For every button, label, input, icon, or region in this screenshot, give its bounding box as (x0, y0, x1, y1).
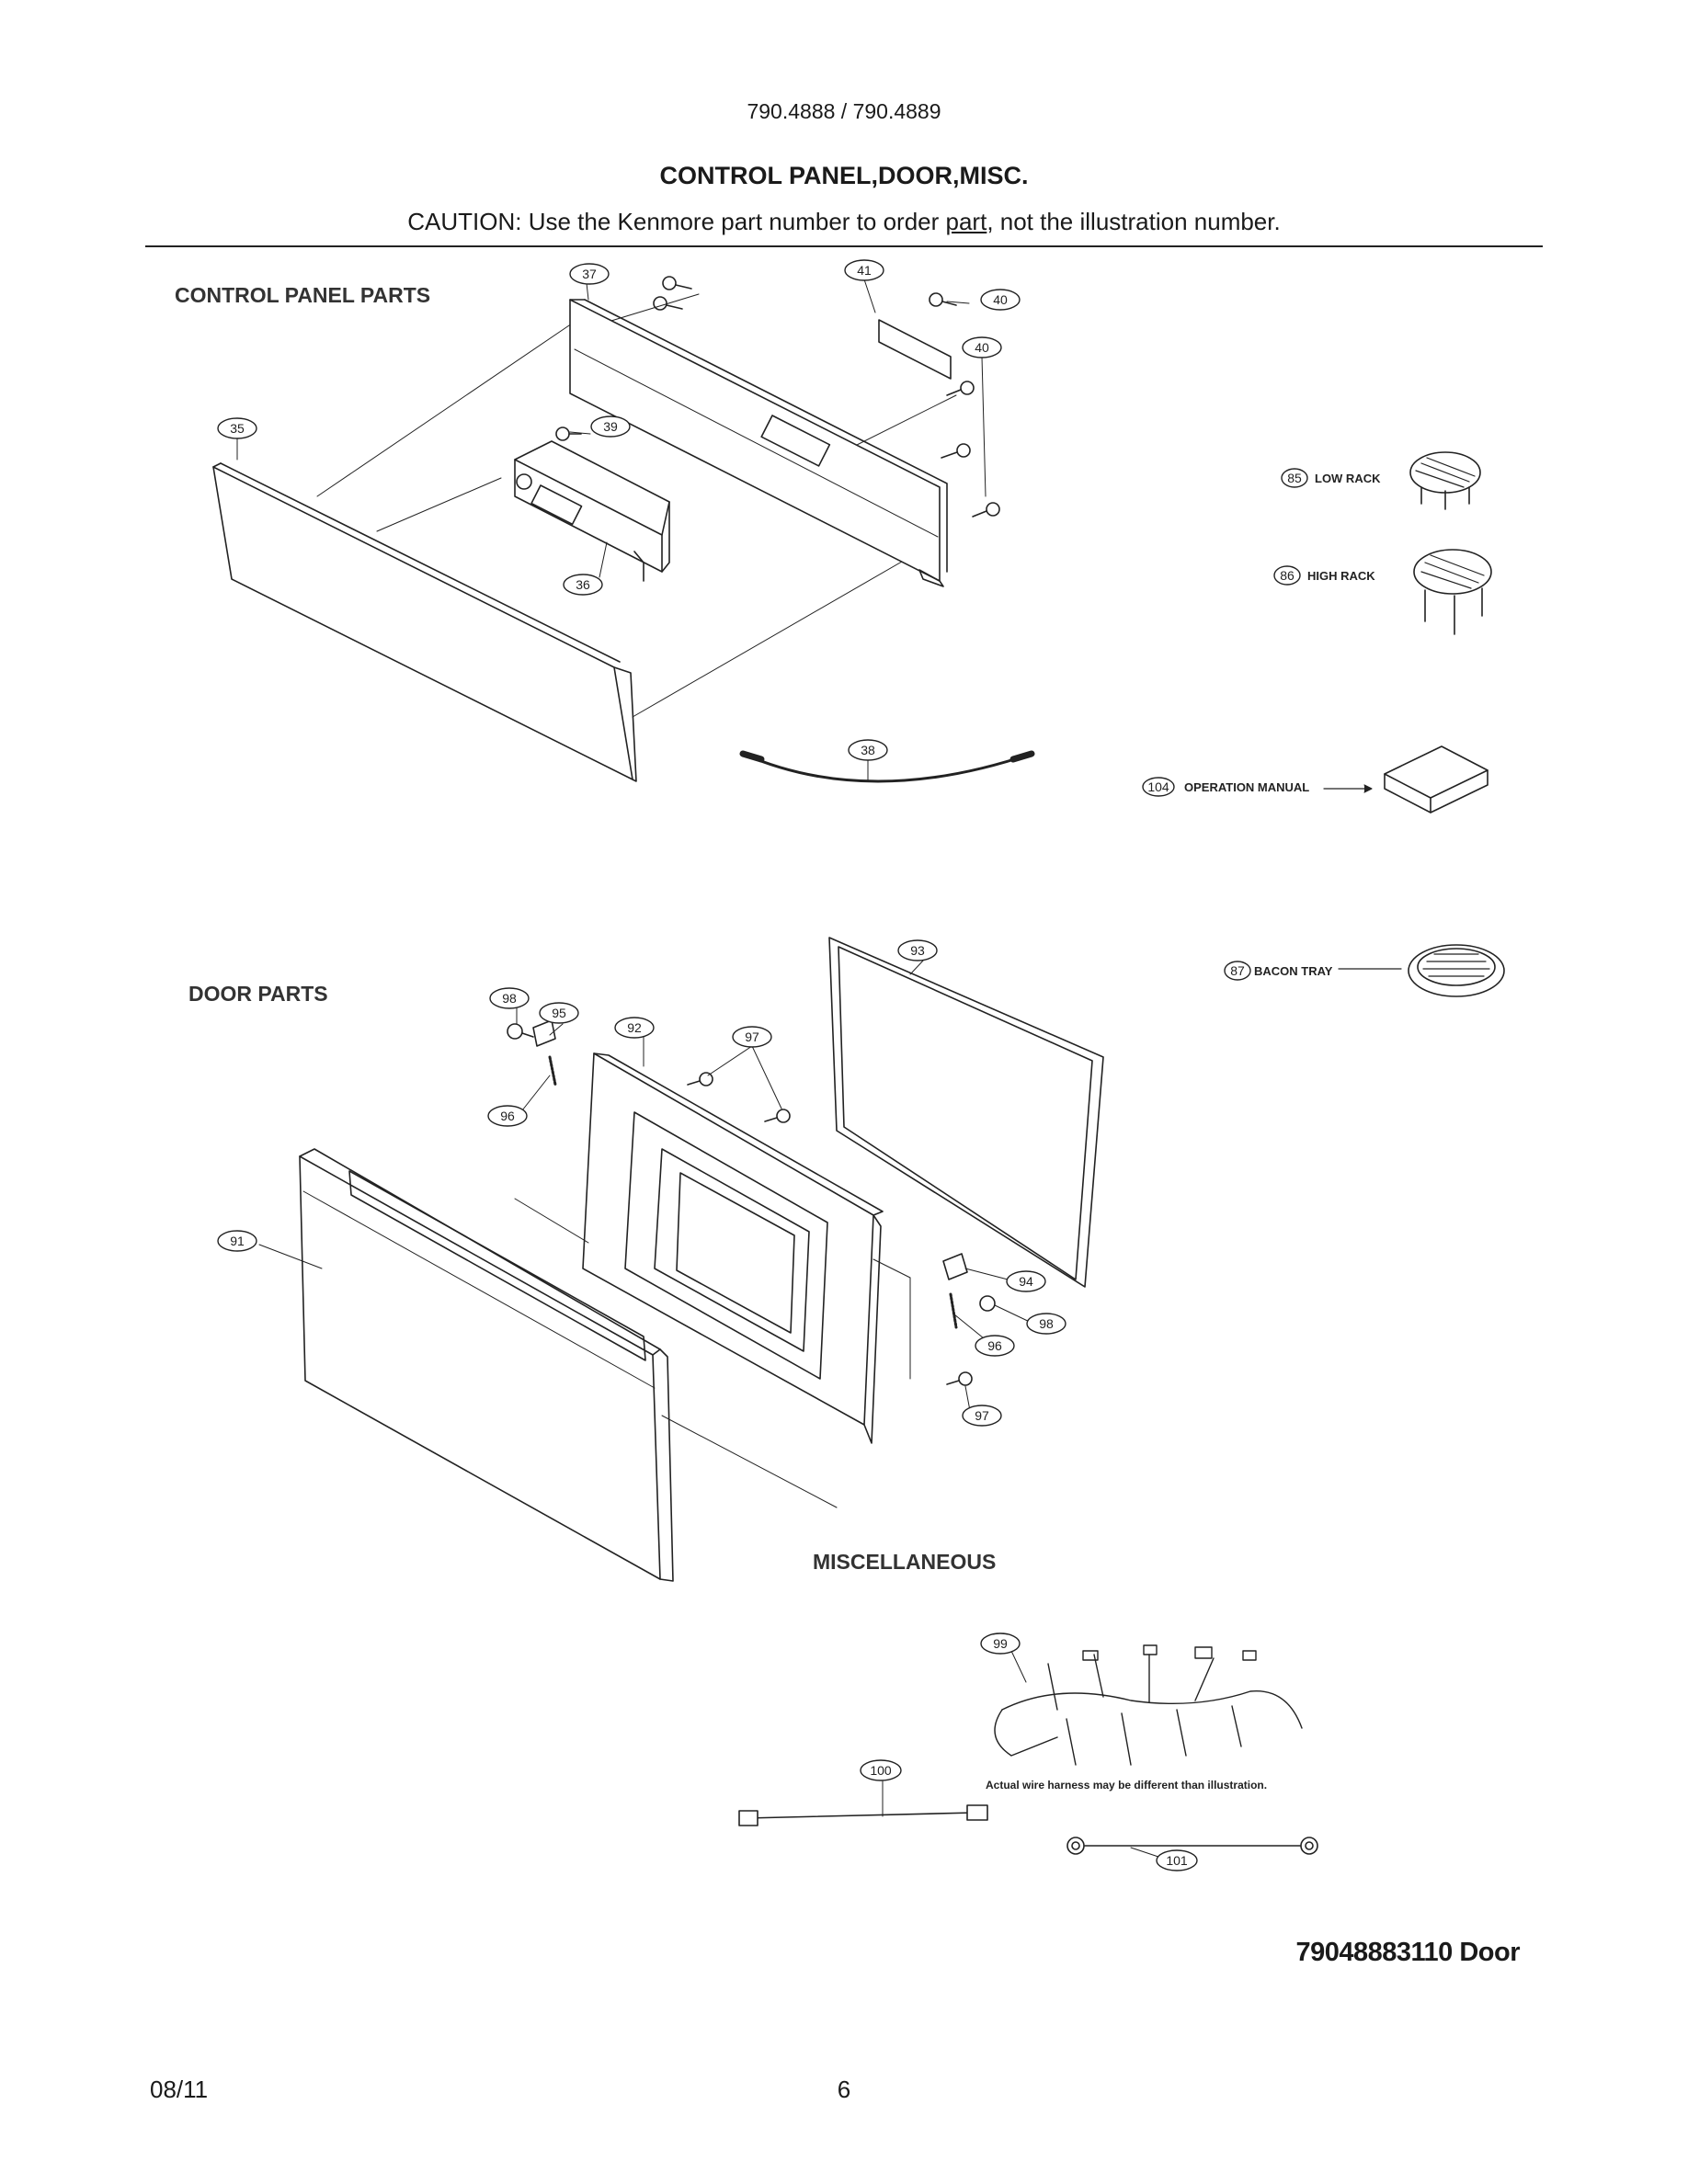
section-control-panel-parts: CONTROL PANEL PARTS (175, 283, 431, 307)
callout-98: 98 (1039, 1316, 1054, 1331)
callout-97: 97 (975, 1408, 989, 1423)
callout-101: 101 (1166, 1853, 1188, 1868)
leader-arrows (1323, 784, 1402, 970)
door-gasket-frame (828, 937, 1104, 1288)
callout-38: 38 (861, 743, 875, 757)
operation-manual-icon (1384, 745, 1488, 813)
bacon-tray-icon (1408, 944, 1505, 997)
page-title: CONTROL PANEL,DOOR,MISC. (659, 162, 1029, 189)
callout-95: 95 (552, 1006, 566, 1020)
high-rack-icon (1413, 549, 1492, 635)
caution-prefix: CAUTION: Use the Kenmore part number to … (407, 208, 946, 235)
callout-99: 99 (993, 1636, 1008, 1651)
section-door-parts: DOOR PARTS (188, 982, 328, 1006)
callout-35: 35 (230, 421, 245, 436)
callout-97: 97 (745, 1029, 759, 1044)
board-bracket (878, 319, 952, 380)
callout-ovals (217, 259, 1308, 1871)
high-rack-label: HIGH RACK (1307, 569, 1375, 583)
caution-suffix: , not the illustration number. (987, 208, 1281, 235)
callout-104: 104 (1147, 779, 1169, 794)
bacon-tray-label: BACON TRAY (1254, 964, 1333, 978)
control-panel-front (212, 462, 637, 782)
low-rack-icon (1409, 451, 1481, 510)
accessory-labels: LOW RACK HIGH RACK OPERATION MANUAL BACO… (986, 472, 1381, 1792)
operation-manual-label: OPERATION MANUAL (1184, 780, 1309, 794)
callout-36: 36 (576, 577, 590, 592)
harness-note: Actual wire harness may be different tha… (986, 1779, 1267, 1792)
callout-40: 40 (975, 340, 989, 355)
header-rule (145, 245, 1543, 247)
caution-part-link[interactable]: part (945, 208, 987, 235)
callout-39: 39 (603, 419, 618, 434)
revision-date: 08/11 (150, 2076, 209, 2103)
callout-92: 92 (627, 1020, 642, 1035)
caution-note: CAUTION: Use the Kenmore part number to … (0, 208, 1688, 236)
callout-91: 91 (230, 1234, 245, 1248)
wire-harness-100 (738, 1804, 988, 1826)
ground-wire-101 (1066, 1837, 1318, 1855)
callout-85: 85 (1287, 471, 1302, 485)
callout-93: 93 (910, 943, 925, 958)
inner-door-liner (582, 1052, 884, 1444)
callout-96: 96 (500, 1109, 515, 1123)
callout-87: 87 (1230, 963, 1245, 978)
callout-96: 96 (987, 1338, 1002, 1353)
document-id: 79048883110 Door (1295, 1938, 1520, 1967)
wire-harness-38 (739, 750, 1035, 783)
screw-icon (555, 276, 1000, 518)
callout-98: 98 (502, 991, 517, 1006)
main-wire-harness-99 (994, 1644, 1303, 1766)
page-number: 6 (837, 2076, 851, 2103)
door-guide-lines (514, 1198, 911, 1508)
callout-100: 100 (870, 1763, 892, 1778)
outer-door-panel (299, 1148, 674, 1582)
callout-86: 86 (1280, 568, 1295, 583)
callout-40: 40 (993, 292, 1008, 307)
hinge-parts (507, 1019, 996, 1386)
callout-37: 37 (582, 267, 597, 281)
control-panel-frame (569, 299, 948, 587)
switch-assembly (514, 440, 670, 582)
callout-94: 94 (1019, 1274, 1033, 1289)
callout-41: 41 (857, 263, 872, 278)
callout-leaders (236, 279, 1170, 1861)
model-number: 790.4888 / 790.4889 (747, 99, 941, 123)
low-rack-label: LOW RACK (1315, 472, 1381, 485)
section-miscellaneous: MISCELLANEOUS (813, 1550, 997, 1574)
callout-numbers: 37 41 40 40 35 39 36 38 85 86 104 87 93 … (230, 263, 1302, 1868)
